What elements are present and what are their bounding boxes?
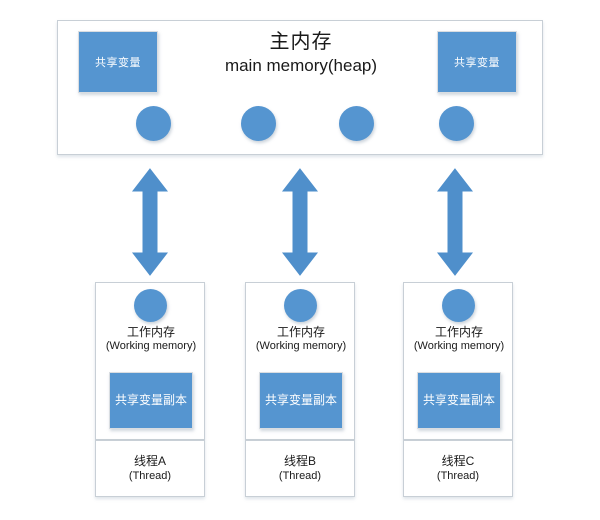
main-memory-container: 共享变量 主内存 main memory(heap) 共享变量 bbox=[57, 20, 543, 155]
thread-box-a: 线程A (Thread) bbox=[95, 440, 205, 497]
shared-variable-label-left: 共享变量 bbox=[95, 57, 141, 69]
shared-variable-copy-box-c: 共享变量副本 bbox=[417, 372, 501, 429]
working-memory-label-en-c: (Working memory) bbox=[413, 340, 505, 352]
memory-cell-2-circle bbox=[241, 106, 276, 141]
shared-variable-copy-label-a: 共享变量副本 bbox=[114, 392, 187, 407]
working-memory-box-b: 工作内存 (Working memory) 共享变量副本 bbox=[245, 282, 355, 440]
thread-en-b: (Thread) bbox=[278, 470, 322, 483]
thread-name-b: 线程B bbox=[283, 453, 316, 468]
working-memory-label-a: 工作内存 (Working memory) bbox=[96, 325, 206, 354]
working-memory-label-cn-b: 工作内存 bbox=[276, 325, 325, 339]
thread-name-c: 线程C bbox=[441, 453, 475, 468]
memory-cell-4-circle bbox=[439, 106, 474, 141]
shared-variable-label-right: 共享变量 bbox=[454, 57, 500, 69]
double-arrow-thread-b bbox=[280, 167, 320, 277]
working-memory-box-c: 工作内存 (Working memory) 共享变量副本 bbox=[403, 282, 513, 440]
thread-name-a: 线程A bbox=[133, 453, 166, 468]
double-arrow-thread-c bbox=[435, 167, 475, 277]
working-memory-label-b: 工作内存 (Working memory) bbox=[246, 325, 356, 354]
working-memory-label-en-b: (Working memory) bbox=[255, 340, 347, 352]
thread-en-c: (Thread) bbox=[436, 470, 480, 483]
shared-variable-copy-box-b: 共享变量副本 bbox=[259, 372, 343, 429]
working-memory-cell-circle-c bbox=[442, 289, 475, 322]
working-memory-label-c: 工作内存 (Working memory) bbox=[404, 325, 514, 354]
thread-column-c: 工作内存 (Working memory) 共享变量副本 线程C (Thread… bbox=[403, 282, 513, 497]
thread-column-b: 工作内存 (Working memory) 共享变量副本 线程B (Thread… bbox=[245, 282, 355, 497]
shared-variable-copy-label-c: 共享变量副本 bbox=[422, 392, 495, 407]
thread-column-a: 工作内存 (Working memory) 共享变量副本 线程A (Thread… bbox=[95, 282, 205, 497]
shared-variable-copy-box-a: 共享变量副本 bbox=[109, 372, 193, 429]
working-memory-label-cn-a: 工作内存 bbox=[126, 325, 175, 339]
shared-variable-box-left: 共享变量 bbox=[78, 31, 158, 93]
thread-en-a: (Thread) bbox=[128, 470, 172, 483]
working-memory-cell-circle-b bbox=[284, 289, 317, 322]
working-memory-box-a: 工作内存 (Working memory) 共享变量副本 bbox=[95, 282, 205, 440]
shared-variable-copy-label-b: 共享变量副本 bbox=[264, 392, 337, 407]
thread-box-b: 线程B (Thread) bbox=[245, 440, 355, 497]
thread-box-c: 线程C (Thread) bbox=[403, 440, 513, 497]
working-memory-label-en-a: (Working memory) bbox=[105, 340, 197, 352]
working-memory-cell-circle-a bbox=[134, 289, 167, 322]
double-arrow-thread-a bbox=[130, 167, 170, 277]
shared-variable-box-right: 共享变量 bbox=[437, 31, 517, 93]
working-memory-label-cn-c: 工作内存 bbox=[434, 325, 483, 339]
memory-cell-1-circle bbox=[136, 106, 171, 141]
memory-cell-3-circle bbox=[339, 106, 374, 141]
